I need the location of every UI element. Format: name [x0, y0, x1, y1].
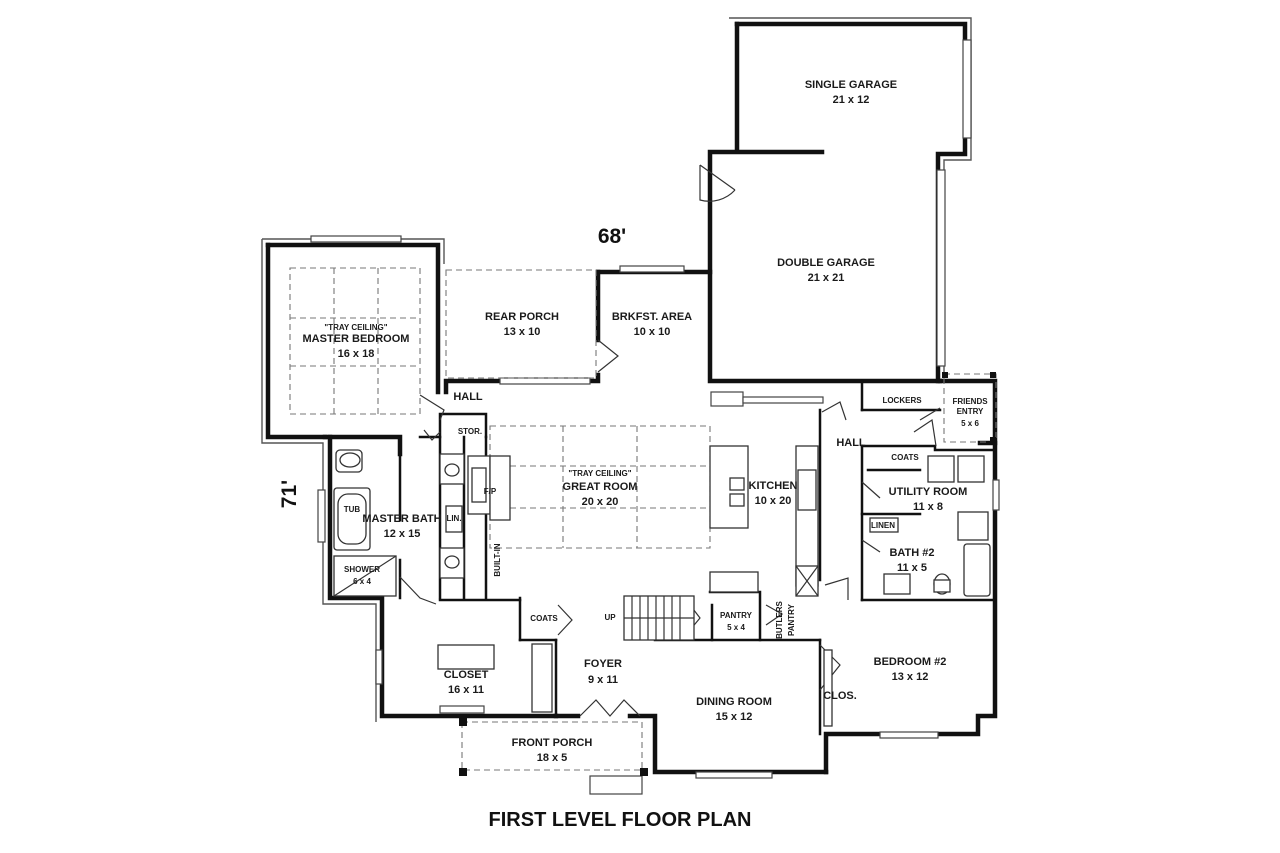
- shower-name: SHOWER: [344, 565, 380, 574]
- master-bath-name: MASTER BATH: [362, 513, 441, 525]
- width-dimension: 68': [598, 225, 626, 248]
- bath2-name: BATH #2: [889, 547, 934, 559]
- lockers-label: LOCKERS: [882, 396, 922, 405]
- stair-up-label: UP: [604, 613, 616, 622]
- brkfst-area-size: 10 x 10: [634, 326, 671, 338]
- friends-entry-size: 5 x 6: [961, 419, 979, 428]
- hall-right-label: HALL: [836, 437, 866, 449]
- master-tray-ceiling: [289, 267, 421, 415]
- master-bedroom-size: 16 x 18: [338, 348, 375, 360]
- double-garage-size: 21 x 21: [808, 272, 845, 284]
- hall-left-label: HALL: [453, 391, 483, 403]
- depth-dimension: 71': [278, 480, 301, 508]
- shower-size: 6 x 4: [353, 577, 371, 586]
- fireplace-label: F/P: [484, 487, 497, 496]
- utility-room-size: 11 x 8: [913, 501, 943, 513]
- rear-porch-edge: [445, 269, 597, 379]
- closet-name: CLOSET: [444, 669, 489, 681]
- front-porch-posts: [459, 718, 648, 776]
- kitchen-counter: [795, 445, 819, 597]
- bench: [709, 571, 759, 593]
- stor-label: STOR.: [458, 427, 482, 436]
- kitchen-size: 10 x 20: [755, 495, 792, 507]
- bedroom2-size: 13 x 12: [892, 671, 929, 683]
- butlers-pantry-name: BUTLERS: [775, 600, 784, 638]
- front-porch-size: 18 x 5: [537, 752, 568, 764]
- dining-room-name: DINING ROOM: [696, 696, 772, 708]
- coat-rack-left: [531, 643, 553, 713]
- bedroom2-name: BEDROOM #2: [874, 656, 947, 668]
- front-porch-edge: [461, 721, 643, 771]
- foyer-size: 9 x 11: [588, 674, 618, 686]
- rear-porch-name: REAR PORCH: [485, 311, 559, 323]
- builtin-label: BUILT-IN: [493, 543, 502, 576]
- exterior-walls: [265, 21, 998, 775]
- pantry-name: PANTRY: [720, 611, 753, 620]
- foyer-name: FOYER: [584, 658, 622, 670]
- butlers-pantry-name2: PANTRY: [787, 603, 796, 636]
- double-garage-name: DOUBLE GARAGE: [777, 257, 875, 269]
- coats-left-label: COATS: [530, 614, 558, 623]
- master-bath-fixtures: [333, 449, 465, 597]
- stair: [623, 595, 695, 641]
- rear-porch-size: 13 x 10: [504, 326, 541, 338]
- great-room-tray-note: "TRAY CEILING": [568, 469, 631, 478]
- master-tray-note: "TRAY CEILING": [324, 323, 387, 332]
- single-garage-size: 21 x 12: [833, 94, 870, 106]
- windows: [310, 39, 1000, 795]
- bath2-size: 11 x 5: [897, 562, 927, 574]
- friends-entry-posts: [942, 372, 996, 443]
- coats-right-label: COATS: [891, 453, 919, 462]
- exterior-outline: [261, 17, 972, 722]
- closet-size: 16 x 11: [448, 684, 484, 696]
- great-room-name: GREAT ROOM: [563, 481, 638, 493]
- master-bedroom-name: MASTER BEDROOM: [303, 333, 410, 345]
- single-garage-name: SINGLE GARAGE: [805, 79, 897, 91]
- lin-label: LIN.: [446, 514, 461, 523]
- tub-label: TUB: [344, 505, 361, 514]
- fireplace: [467, 455, 511, 521]
- utility-room-name: UTILITY ROOM: [889, 486, 968, 498]
- kitchen-island: [709, 445, 749, 529]
- friends-entry-edge: [943, 373, 997, 443]
- kitchen-name: KITCHEN: [749, 480, 798, 492]
- pantry-size: 5 x 4: [727, 623, 745, 632]
- clos-label: CLOS.: [823, 690, 857, 702]
- brkfst-area-name: BRKFST. AREA: [612, 311, 692, 323]
- bath2-fixtures: [883, 543, 991, 597]
- clos-rod: [823, 649, 833, 727]
- utility-fixtures: [869, 455, 989, 541]
- front-porch-name: FRONT PORCH: [512, 737, 593, 749]
- master-bath-size: 12 x 15: [384, 528, 421, 540]
- great-room-size: 20 x 20: [582, 496, 619, 508]
- closet-island: [437, 644, 495, 670]
- friends-entry-name2: ENTRY: [957, 407, 984, 416]
- plan-title: FIRST LEVEL FLOOR PLAN: [489, 809, 752, 831]
- dining-room-size: 15 x 12: [716, 711, 753, 723]
- friends-entry-name: FRIENDS: [952, 397, 988, 406]
- linen-right-label: LINEN: [871, 521, 895, 530]
